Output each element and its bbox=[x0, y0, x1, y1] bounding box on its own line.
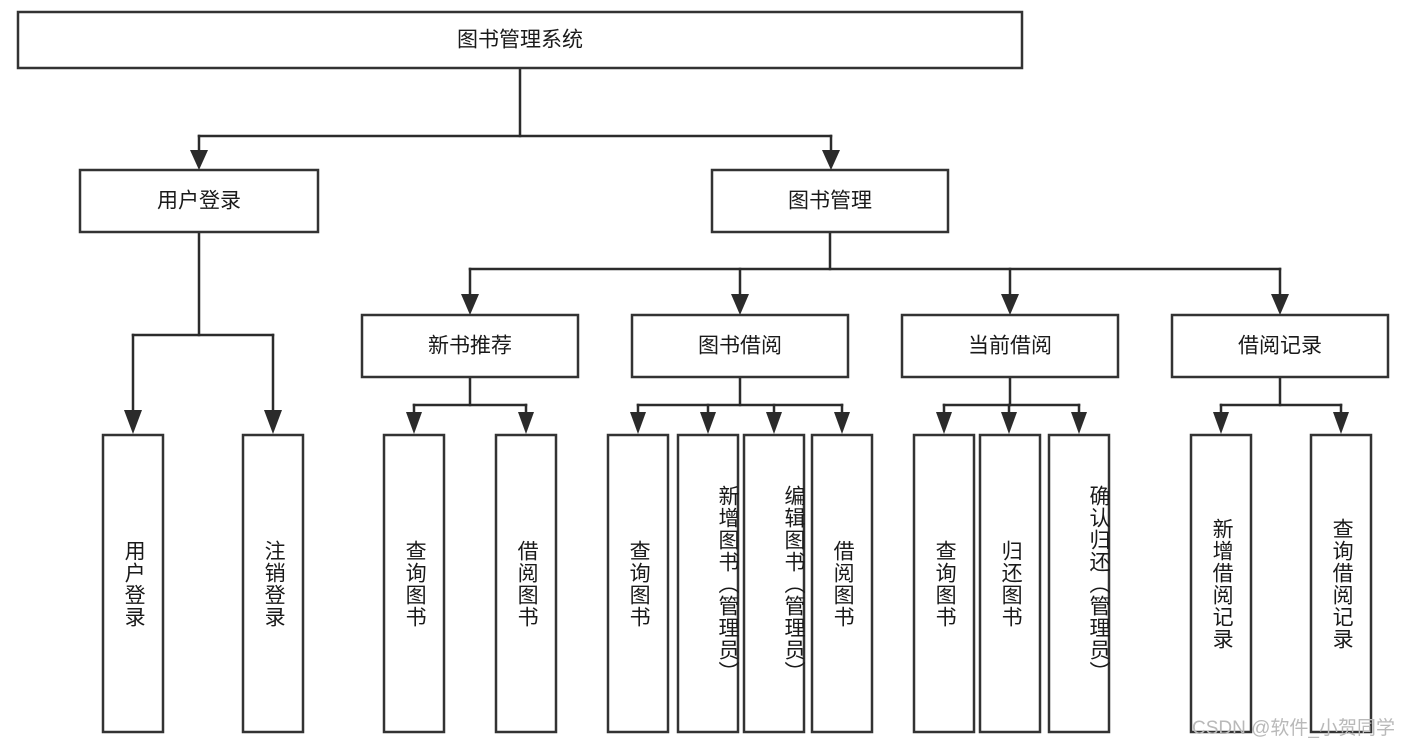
arrow-icon-leaf-confirm-return bbox=[1071, 412, 1087, 434]
node-book-borrow-label: 图书借阅 bbox=[698, 335, 782, 358]
node-leaf-edit-book[interactable] bbox=[742, 433, 806, 734]
node-leaf-query-book-1[interactable] bbox=[382, 433, 446, 734]
arrow-icon-current-borrow bbox=[1001, 294, 1019, 315]
arrowhead-layer bbox=[124, 150, 1349, 434]
node-current-borrow-label: 当前借阅 bbox=[968, 335, 1052, 358]
arrow-icon-leaf-user-login bbox=[124, 410, 142, 434]
arrow-icon-leaf-query-book-1 bbox=[406, 412, 422, 434]
node-book-management[interactable] bbox=[710, 168, 950, 234]
node-borrow-record[interactable] bbox=[1170, 313, 1390, 379]
node-book-borrow[interactable] bbox=[630, 313, 850, 379]
node-root[interactable] bbox=[16, 10, 1024, 70]
node-leaf-borrow-book-1[interactable] bbox=[494, 433, 558, 734]
arrow-icon-leaf-query-book-3 bbox=[936, 412, 952, 434]
arrow-icon-leaf-add-book bbox=[700, 412, 716, 434]
node-leaf-return-book[interactable] bbox=[978, 433, 1042, 734]
arrow-icon-user-login bbox=[190, 150, 208, 170]
watermark-text: CSDN @软件_小贺同学 bbox=[1192, 718, 1395, 739]
node-leaf-logout-login[interactable] bbox=[241, 433, 305, 734]
arrow-icon-leaf-return-book bbox=[1001, 412, 1017, 434]
arrow-icon-book-borrow bbox=[731, 294, 749, 315]
node-leaf-borrow-book-2[interactable] bbox=[810, 433, 874, 734]
horizontal-label-layer: 图书管理系统 用户登录 图书管理 新书推荐 图书借阅 当前借阅 借阅记录 bbox=[157, 29, 1322, 358]
node-leaf-query-book-3[interactable] bbox=[912, 433, 976, 734]
arrow-icon-borrow-record bbox=[1271, 294, 1289, 315]
arrow-icon-new-book-recommend bbox=[461, 294, 479, 315]
node-borrow-record-label: 借阅记录 bbox=[1238, 335, 1322, 358]
arrow-icon-leaf-borrow-book-1 bbox=[518, 412, 534, 434]
arrow-icon-leaf-logout-login bbox=[264, 410, 282, 434]
node-user-login[interactable] bbox=[78, 168, 320, 234]
node-new-book-recommend-label: 新书推荐 bbox=[428, 335, 512, 358]
node-leaf-user-login[interactable] bbox=[101, 433, 165, 734]
node-layer bbox=[16, 10, 1390, 734]
node-root-label: 图书管理系统 bbox=[457, 29, 583, 52]
node-leaf-add-book[interactable] bbox=[676, 433, 740, 734]
arrow-icon-leaf-query-book-2 bbox=[630, 412, 646, 434]
node-leaf-add-borrow-record[interactable] bbox=[1189, 433, 1253, 734]
node-book-management-label: 图书管理 bbox=[788, 190, 872, 213]
node-leaf-query-borrow-record[interactable] bbox=[1309, 433, 1373, 734]
arrow-icon-book-management bbox=[822, 150, 840, 170]
node-user-login-label: 用户登录 bbox=[157, 190, 241, 213]
node-current-borrow[interactable] bbox=[900, 313, 1120, 379]
node-leaf-confirm-return[interactable] bbox=[1047, 433, 1111, 734]
arrow-icon-leaf-query-borrow-record bbox=[1333, 412, 1349, 434]
arrow-icon-leaf-borrow-book-2 bbox=[834, 412, 850, 434]
node-leaf-query-book-2[interactable] bbox=[606, 433, 670, 734]
arrow-icon-leaf-add-borrow-record bbox=[1213, 412, 1229, 434]
arrow-icon-leaf-edit-book bbox=[766, 412, 782, 434]
node-new-book-recommend[interactable] bbox=[360, 313, 580, 379]
